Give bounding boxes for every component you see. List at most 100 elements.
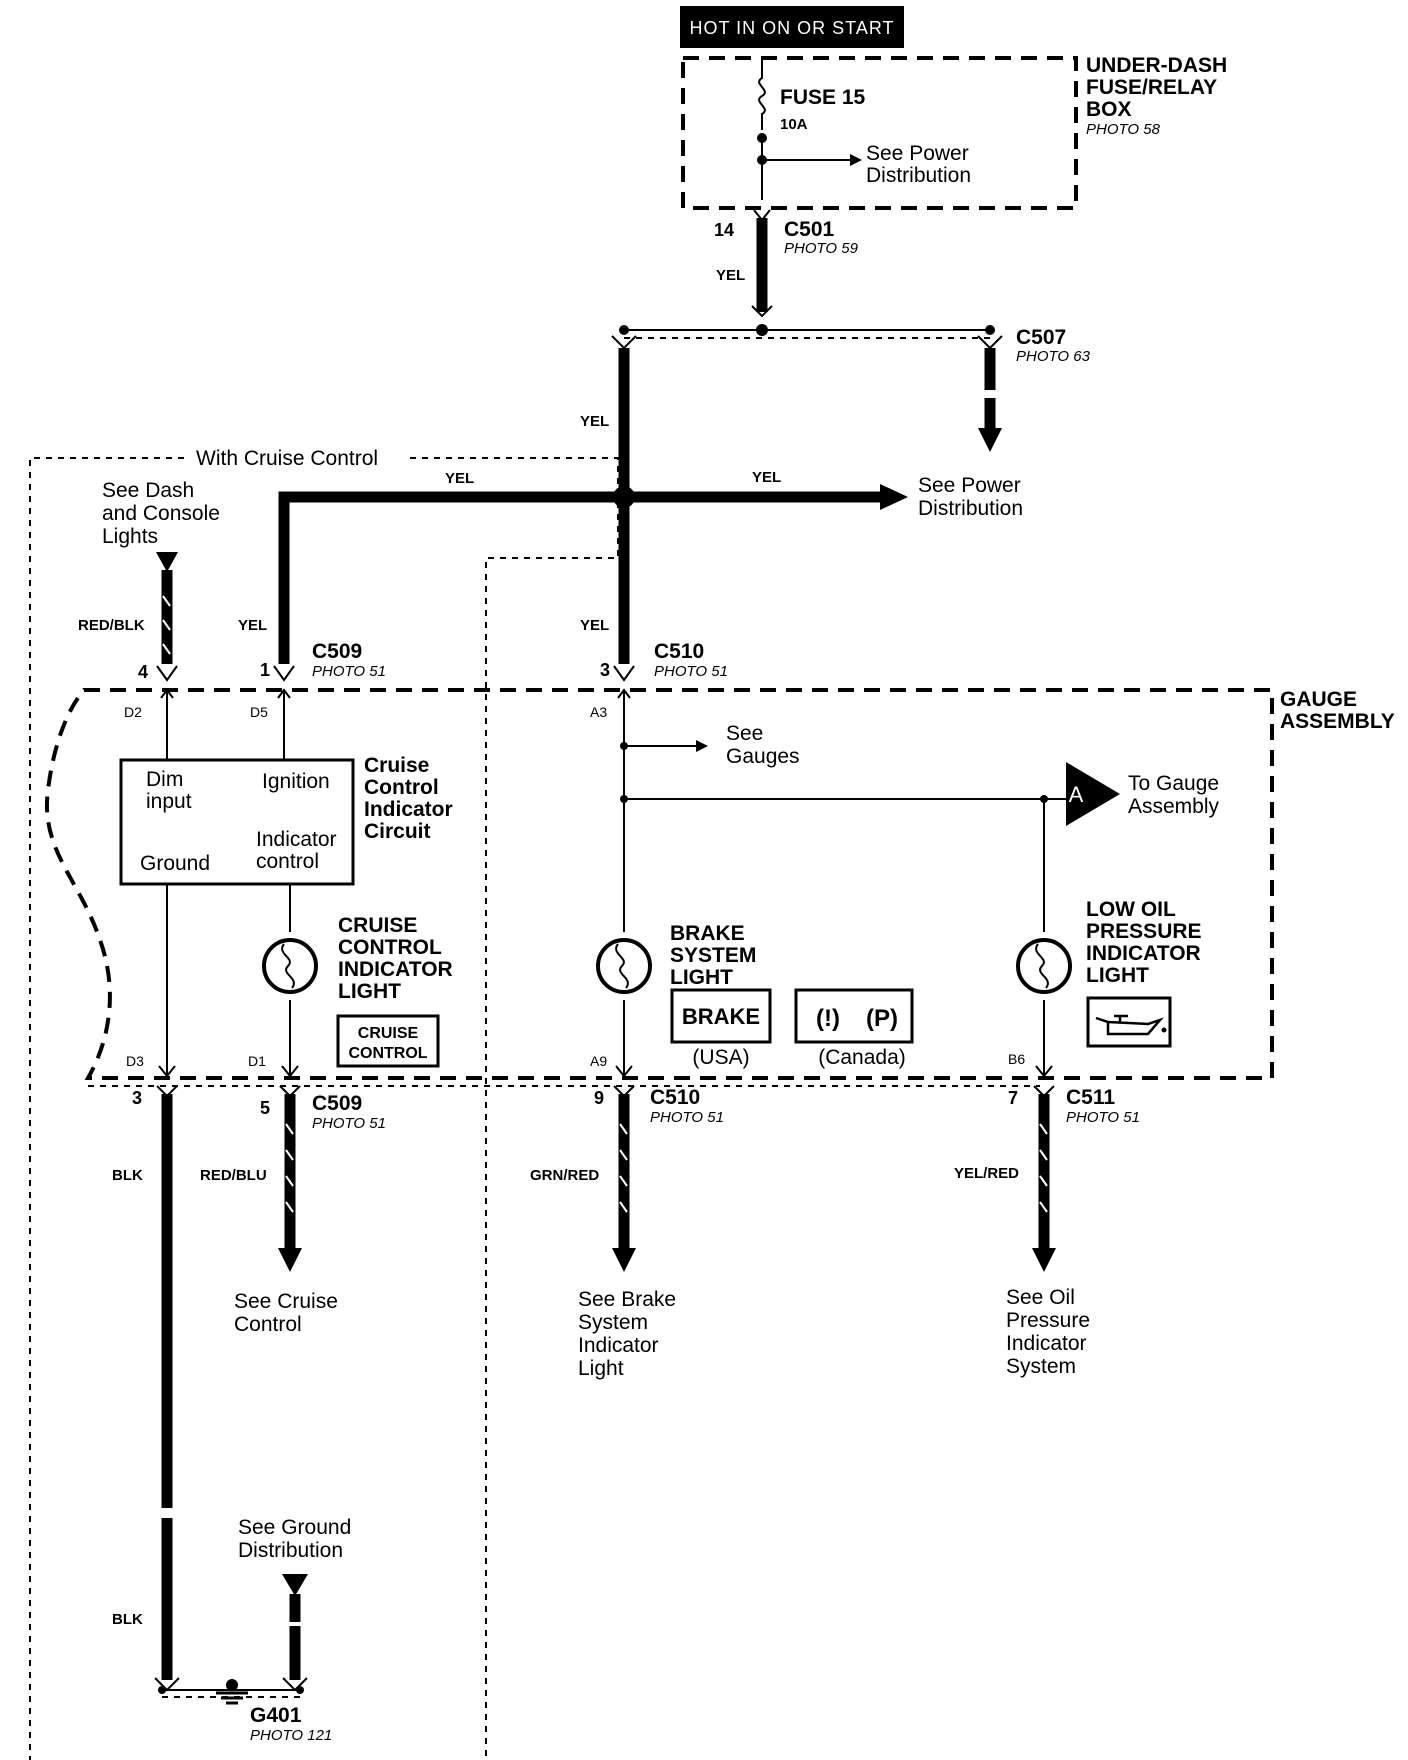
see-gauges-1: See	[726, 722, 763, 745]
brake-badge: BRAKE	[682, 1004, 760, 1029]
c509-top-wire-right: YEL	[238, 617, 267, 634]
cruise-light-3: INDICATOR	[338, 958, 453, 981]
fuse-see-power-2: Distribution	[866, 164, 971, 187]
circuit-title-2: Control	[364, 776, 439, 799]
c510-bottom-photo: PHOTO 51	[650, 1109, 724, 1126]
c507-photo: PHOTO 63	[1016, 348, 1091, 365]
c510-bottom-name: C510	[650, 1086, 700, 1109]
brake-light-2: SYSTEM	[670, 944, 756, 967]
ground-name: G401	[250, 1704, 302, 1727]
circuit-title-4: Circuit	[364, 820, 431, 843]
ground-label: Ground	[140, 852, 210, 875]
gauge-assembly-title-2: ASSEMBLY	[1280, 710, 1395, 733]
svg-text:HOT IN ON OR START: HOT IN ON OR START	[689, 18, 894, 38]
splice-wire-right: YEL	[752, 469, 781, 486]
circuit-title-1: Cruise	[364, 754, 429, 777]
cruise-region-label: With Cruise Control	[196, 447, 378, 470]
cruise-badge-1: CRUISE	[358, 1025, 419, 1042]
cruise-indicator-circuit: Dim input Ignition Indicator control Gro…	[119, 754, 453, 886]
see-oil-3: Indicator	[1006, 1332, 1087, 1355]
c511-wire: YEL/RED	[954, 1165, 1019, 1182]
see-gauges: See Gauges	[726, 722, 800, 768]
to-gauge-1: To Gauge	[1128, 772, 1219, 795]
c509-top-name: C509	[312, 640, 362, 663]
c501-pin: 14	[714, 220, 734, 240]
see-cruise-2: Control	[234, 1313, 302, 1336]
see-ground-2: Distribution	[238, 1539, 343, 1562]
brake-light-1: BRAKE	[670, 922, 745, 945]
connector-c507: C507 PHOTO 63	[611, 324, 1091, 452]
yel-trunk: YEL YEL YEL See Power Distribution	[278, 348, 1023, 664]
fuse-15-symbol	[758, 60, 766, 130]
splice-see-power-1: See Power	[918, 474, 1021, 497]
ground-wire: BLK	[112, 1611, 143, 1628]
cruise-light-2: CONTROL	[338, 936, 442, 959]
c510-bottom-pin: 9	[594, 1088, 604, 1108]
fuse-see-power-1: See Power	[866, 142, 969, 165]
pin-a3: A3	[590, 704, 607, 720]
c510-top-wire: YEL	[580, 617, 609, 634]
indicator-control-2: control	[256, 850, 319, 873]
dash-lights-3: Lights	[102, 525, 158, 548]
c510-top-photo: PHOTO 51	[654, 663, 728, 680]
ground-path: BLK See Ground Distribution G401 PHOTO 1…	[112, 1094, 351, 1744]
canada-symbol-2: (P)	[866, 1005, 898, 1032]
c501-name: C501	[784, 218, 835, 241]
oil-can-icon	[1095, 1014, 1167, 1036]
see-brake-4: Light	[578, 1357, 624, 1380]
c511-pin: 7	[1008, 1088, 1018, 1108]
fuse-box-title-1: UNDER-DASH	[1086, 54, 1227, 77]
cruise-light-1: CRUISE	[338, 914, 417, 937]
c511-photo: PHOTO 51	[1066, 1109, 1140, 1126]
c509-bottom-pin-left: 3	[132, 1088, 142, 1108]
internal-pins: D2 D5 A3 D3 D1 A9 B6	[124, 704, 1025, 1069]
c509-bottom-wire-right: RED/BLU	[200, 1167, 267, 1184]
cruise-light-labels: CRUISE CONTROL INDICATOR LIGHT CRUISE CO…	[336, 914, 453, 1068]
splice-wire-left: YEL	[445, 470, 474, 487]
connector-c509-top: RED/BLK YEL 4 1 C509 PHOTO 51	[78, 617, 386, 682]
pin-d3: D3	[126, 1053, 144, 1069]
c509-bottom-wire-left: BLK	[112, 1167, 143, 1184]
oil-light-labels: LOW OIL PRESSURE INDICATOR LIGHT	[1086, 898, 1202, 1048]
brake-usa: (USA)	[692, 1046, 749, 1069]
fuse-box-photo: PHOTO 58	[1086, 121, 1161, 138]
ignition-label: Ignition	[262, 770, 330, 793]
see-oil-1: See Oil	[1006, 1286, 1075, 1309]
c509-bottom-name: C509	[312, 1092, 362, 1115]
c501-photo: PHOTO 59	[784, 240, 859, 257]
oil-light-3: INDICATOR	[1086, 942, 1201, 965]
c510-top-pin: 3	[600, 660, 610, 680]
c501-wire: YEL	[716, 267, 745, 284]
oil-light-4: LIGHT	[1086, 964, 1149, 987]
c509-top-photo: PHOTO 51	[312, 663, 386, 680]
brake-canada: (Canada)	[818, 1046, 906, 1069]
connector-c510-bottom: 9 C510 PHOTO 51 GRN/RED See Brake System…	[530, 1085, 724, 1380]
ground-symbol-icon	[216, 1679, 248, 1705]
see-gauges-2: Gauges	[726, 745, 800, 768]
c510-top-name: C510	[654, 640, 704, 663]
pin-b6: B6	[1008, 1051, 1025, 1067]
circuit-title-3: Indicator	[364, 798, 453, 821]
cruise-region: With Cruise Control	[29, 447, 619, 1760]
trunk-wire-label: YEL	[580, 413, 609, 430]
c509-top-pin-right: 1	[260, 660, 270, 680]
dim-input-2: input	[146, 790, 192, 813]
pin-a9: A9	[590, 1053, 607, 1069]
dash-lights-1: See Dash	[102, 479, 194, 502]
splice-see-power-2: Distribution	[918, 497, 1023, 520]
brake-bulb-icon	[596, 938, 652, 994]
c511-name: C511	[1066, 1086, 1115, 1109]
cruise-badge-2: CONTROL	[348, 1045, 427, 1062]
gauge-assembly-title-1: GAUGE	[1280, 688, 1357, 711]
power-header: HOT IN ON OR START	[680, 6, 904, 48]
dim-input-1: Dim	[146, 768, 183, 791]
to-gauge-assembly: A To Gauge Assembly	[1066, 762, 1220, 826]
oil-bulb-icon	[1016, 938, 1072, 994]
gauge-assembly: GAUGE ASSEMBLY	[44, 688, 1395, 1080]
connector-c509-bottom: 3 5 C509 PHOTO 51 BLK RED/BLU See Cruise…	[112, 1085, 386, 1336]
see-brake-3: Indicator	[578, 1334, 659, 1357]
fuse-relay-box: FUSE 15 10A See Power Distribution UNDER…	[681, 54, 1227, 210]
oil-light-2: PRESSURE	[1086, 920, 1202, 943]
cruise-light-4: LIGHT	[338, 980, 401, 1003]
